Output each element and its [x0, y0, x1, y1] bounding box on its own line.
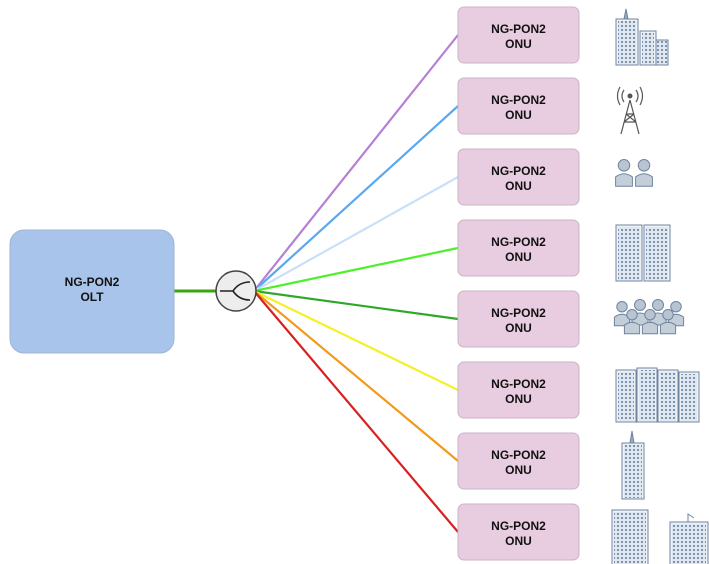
onu-column: NG-PON2ONUNG-PON2ONUNG-PON2ONUNG-PON2ONU… [457, 6, 580, 561]
onu-label-line2: ONU [505, 250, 532, 264]
onu-box [457, 503, 580, 561]
fiber-link-4 [253, 246, 459, 293]
fiber-links [253, 34, 459, 533]
olt-label-line2: OLT [80, 290, 104, 304]
olt-label-line1: NG-PON2 [65, 275, 120, 289]
onu-label-line1: NG-PON2 [491, 164, 546, 178]
fiber-link-3 [253, 176, 459, 292]
onu-label-line1: NG-PON2 [491, 235, 546, 249]
skyscrapers-icon [611, 509, 709, 564]
onu-label-line1: NG-PON2 [491, 519, 546, 533]
splitter-circle [215, 270, 257, 312]
twin-towers-icon [615, 224, 671, 282]
fiber-link-6 [253, 290, 459, 391]
crowd-icon [613, 299, 685, 335]
onu-box [457, 432, 580, 490]
onu-label-line1: NG-PON2 [491, 93, 546, 107]
apartment-blocks-icon [615, 367, 700, 423]
onu-box [457, 6, 580, 64]
onu-box [457, 290, 580, 348]
splitter-icon [220, 281, 251, 301]
fiber-link-7 [253, 290, 459, 462]
olt-node[interactable]: NG-PON2 OLT [9, 229, 175, 354]
onu-label-line1: NG-PON2 [491, 22, 546, 36]
skyscrapers-icon [621, 430, 645, 500]
fiber-link-1 [253, 34, 459, 292]
onu-box [457, 219, 580, 277]
onu-label-line1: NG-PON2 [491, 306, 546, 320]
fiber-link-5 [253, 289, 459, 321]
onu-label-line1: NG-PON2 [491, 377, 546, 391]
fiber-link-8 [253, 290, 459, 533]
office-buildings-icon [615, 8, 669, 66]
splitter-node[interactable] [215, 270, 257, 312]
onu-box [457, 361, 580, 419]
onu-label-line2: ONU [505, 463, 532, 477]
couple-icon [615, 159, 653, 187]
onu-label-line1: NG-PON2 [491, 448, 546, 462]
onu-label-line2: ONU [505, 108, 532, 122]
onu-label-line2: ONU [505, 179, 532, 193]
fiber-link-2 [253, 105, 459, 292]
onu-box [457, 148, 580, 206]
onu-label-line2: ONU [505, 392, 532, 406]
onu-label-line2: ONU [505, 321, 532, 335]
cell-tower-icon [616, 86, 644, 135]
olt-box [9, 229, 175, 354]
onu-label-line2: ONU [505, 37, 532, 51]
icon-column [611, 8, 709, 564]
onu-box [457, 77, 580, 135]
onu-label-line2: ONU [505, 534, 532, 548]
